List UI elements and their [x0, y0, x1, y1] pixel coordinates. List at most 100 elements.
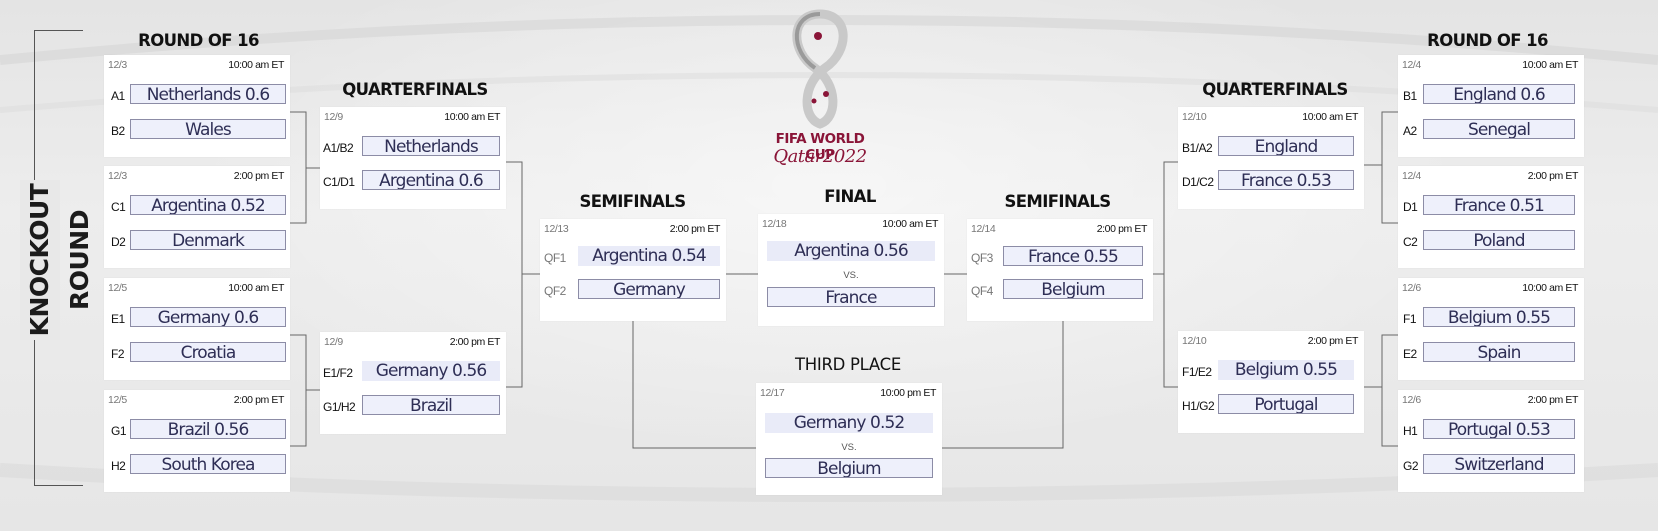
match-card-third-place[interactable]: 12/17 10:00 pm ET Germany 0.52 VS. Belgi…	[756, 383, 942, 495]
seed-code: G1/H2	[323, 400, 356, 414]
seed-code: B1	[1403, 89, 1417, 103]
team-slot[interactable]: South Korea	[130, 454, 286, 474]
match-time: 2:00 pm ET	[1527, 170, 1579, 182]
match-date: 12/10	[1182, 111, 1207, 123]
match-time: 10:00 pm ET	[880, 387, 936, 399]
team-slot[interactable]: Argentina 0.6	[362, 170, 500, 190]
seed-code: D1/C2	[1182, 175, 1214, 189]
match-time: 2:00 pm ET	[1096, 223, 1148, 235]
team-slot[interactable]: Croatia	[130, 342, 286, 362]
team-slot[interactable]: Argentina 0.54	[578, 246, 720, 266]
match-card-r16-right-1[interactable]: 12/4 10:00 am ET B1 England 0.6 A2 Seneg…	[1398, 55, 1584, 157]
match-card-r16-left-2[interactable]: 12/3 2:00 pm ET C1 Argentina 0.52 D2 Den…	[104, 166, 290, 268]
match-time: 2:00 pm ET	[233, 394, 285, 406]
team-slot[interactable]: France 0.55	[1003, 246, 1143, 266]
seed-code: A1/B2	[323, 141, 354, 155]
team-slot[interactable]: Switzerland	[1423, 454, 1575, 474]
team-slot[interactable]: Senegal	[1423, 119, 1575, 139]
team-slot[interactable]: Brazil	[362, 395, 500, 415]
match-date: 12/17	[760, 387, 785, 399]
seed-code: C1/D1	[323, 175, 355, 189]
seed-code: G2	[1403, 459, 1419, 473]
seed-code: A2	[1403, 124, 1417, 138]
team-slot[interactable]: Argentina 0.52	[130, 195, 286, 215]
match-time: 10:00 am ET	[1302, 111, 1358, 123]
match-card-r16-right-2[interactable]: 12/4 2:00 pm ET D1 France 0.51 C2 Poland	[1398, 166, 1584, 268]
match-time: 2:00 pm ET	[1307, 335, 1359, 347]
match-card-sf-right[interactable]: 12/14 2:00 pm ET QF3 France 0.55 QF4 Bel…	[967, 219, 1153, 321]
match-card-r16-left-3[interactable]: 12/5 10:00 am ET E1 Germany 0.6 F2 Croat…	[104, 278, 290, 380]
team-slot[interactable]: England	[1218, 136, 1354, 156]
match-card-qf-right-1[interactable]: 12/10 10:00 am ET B1/A2 England D1/C2 Fr…	[1178, 107, 1364, 209]
team-slot[interactable]: France 0.53	[1218, 170, 1354, 190]
match-card-r16-left-1[interactable]: 12/3 10:00 am ET A1 Netherlands 0.6 B2 W…	[104, 55, 290, 157]
seed-code: F2	[111, 347, 125, 361]
match-card-final[interactable]: 12/18 10:00 am ET Argentina 0.56 VS. Fra…	[758, 214, 944, 326]
seed-code: H1/G2	[1182, 399, 1215, 413]
seed-code: QF2	[544, 284, 566, 298]
team-slot[interactable]: Germany	[578, 279, 720, 299]
match-date: 12/10	[1182, 335, 1207, 347]
team-slot[interactable]: Poland	[1423, 230, 1575, 250]
match-card-r16-left-4[interactable]: 12/5 2:00 pm ET G1 Brazil 0.56 H2 South …	[104, 390, 290, 492]
seed-code: B2	[111, 124, 125, 138]
match-card-r16-right-3[interactable]: 12/6 10:00 am ET F1 Belgium 0.55 E2 Spai…	[1398, 278, 1584, 380]
team-slot[interactable]: Wales	[130, 119, 286, 139]
match-date: 12/14	[971, 223, 996, 235]
team-slot[interactable]: Germany 0.56	[362, 361, 500, 381]
match-card-qf-left-2[interactable]: 12/9 2:00 pm ET E1/F2 Germany 0.56 G1/H2…	[320, 332, 506, 434]
seed-code: G1	[111, 424, 127, 438]
seed-code: C2	[1403, 235, 1418, 249]
match-date: 12/4	[1402, 59, 1421, 71]
seed-code: H2	[111, 459, 126, 473]
match-date: 12/3	[108, 59, 127, 71]
round-title-qf-right: QUARTERFINALS	[1202, 80, 1348, 99]
match-date: 12/4	[1402, 170, 1421, 182]
seed-code: A1	[111, 89, 125, 103]
match-card-sf-left[interactable]: 12/13 2:00 pm ET QF1 Argentina 0.54 QF2 …	[540, 219, 726, 321]
team-slot[interactable]: Netherlands	[362, 136, 500, 156]
match-card-qf-right-2[interactable]: 12/10 2:00 pm ET F1/E2 Belgium 0.55 H1/G…	[1178, 331, 1364, 433]
team-slot[interactable]: Portugal	[1218, 394, 1354, 414]
match-time: 10:00 am ET	[1522, 282, 1578, 294]
team-slot[interactable]: Belgium 0.55	[1218, 360, 1354, 380]
team-slot[interactable]: France 0.51	[1423, 195, 1575, 215]
seed-code: H1	[1403, 424, 1418, 438]
team-slot[interactable]: France	[767, 287, 935, 307]
round-title-qf-left: QUARTERFINALS	[342, 80, 488, 99]
match-time: 10:00 am ET	[882, 218, 938, 230]
team-slot[interactable]: England 0.6	[1423, 84, 1575, 104]
team-slot[interactable]: Argentina 0.56	[767, 241, 935, 261]
team-slot[interactable]: Belgium	[1003, 279, 1143, 299]
match-date: 12/9	[324, 111, 343, 123]
round-title-final: FINAL	[824, 187, 876, 206]
seed-code: D1	[1403, 200, 1418, 214]
seed-code: QF1	[544, 251, 566, 265]
match-date: 12/6	[1402, 282, 1421, 294]
team-slot[interactable]: Brazil 0.56	[130, 419, 286, 439]
team-slot[interactable]: Netherlands 0.6	[130, 84, 286, 104]
team-slot[interactable]: Belgium 0.55	[1423, 307, 1575, 327]
world-cup-logo	[792, 9, 848, 129]
match-time: 10:00 am ET	[444, 111, 500, 123]
team-slot[interactable]: Denmark	[130, 230, 286, 250]
team-slot[interactable]: Germany 0.52	[765, 413, 933, 433]
logo-wordmark: FIFA WORLD CUP	[775, 131, 865, 163]
seed-code: C1	[111, 200, 126, 214]
match-date: 12/18	[762, 218, 787, 230]
team-slot[interactable]: Belgium	[765, 458, 933, 478]
team-slot[interactable]: Spain	[1423, 342, 1575, 362]
match-time: 2:00 pm ET	[1527, 394, 1579, 406]
match-date: 12/13	[544, 223, 569, 235]
match-time: 10:00 am ET	[228, 282, 284, 294]
seed-code: F1	[1403, 312, 1417, 326]
match-card-qf-left-1[interactable]: 12/9 10:00 am ET A1/B2 Netherlands C1/D1…	[320, 107, 506, 209]
seed-code: F1/E2	[1182, 365, 1212, 379]
match-time: 10:00 am ET	[1522, 59, 1578, 71]
versus-label: VS.	[843, 270, 859, 281]
match-card-r16-right-4[interactable]: 12/6 2:00 pm ET H1 Portugal 0.53 G2 Swit…	[1398, 390, 1584, 492]
versus-label: VS.	[841, 442, 857, 453]
team-slot[interactable]: Germany 0.6	[130, 307, 286, 327]
seed-code: E1/F2	[323, 366, 353, 380]
team-slot[interactable]: Portugal 0.53	[1423, 419, 1575, 439]
